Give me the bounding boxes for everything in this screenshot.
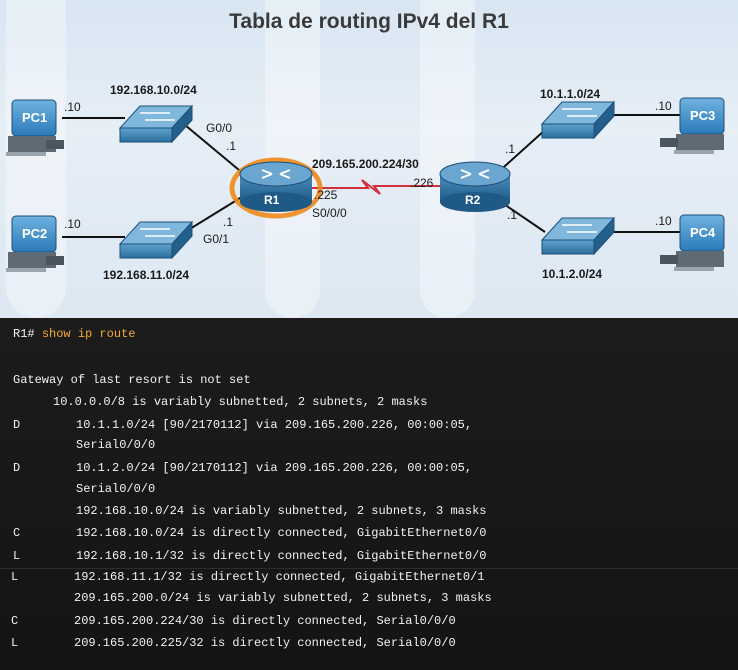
router-r1-icon: [229, 157, 323, 219]
route-code: L: [11, 570, 19, 584]
route-line: 192.168.10.0/24 is variably subnetted, 2…: [76, 504, 487, 518]
terminal-prompt-line: R1# show ip route: [13, 327, 135, 341]
pc3-host-label: .10: [655, 99, 672, 113]
router-r2-icon: [439, 161, 511, 212]
pc4-host-label: .10: [655, 214, 672, 228]
r2-top-ip: .1: [505, 142, 516, 156]
route-code: D: [13, 418, 21, 432]
pc1-label: PC1: [22, 110, 48, 125]
topology-graphics: [6, 97, 725, 272]
switch-icon: [540, 216, 616, 256]
route-line: 209.165.200.224/30 is directly connected…: [74, 614, 456, 628]
ethernet-links: [62, 114, 682, 238]
pc4-label: PC4: [690, 225, 716, 240]
route-code: L: [13, 549, 21, 563]
r1-g01-ip: .1: [223, 215, 234, 229]
route-line: 209.165.200.0/24 is variably subnetted, …: [74, 591, 492, 605]
r1-serial-interface: S0/0/0: [312, 206, 347, 220]
switch-icon: [118, 104, 194, 144]
r1-serial-ip: .225: [314, 188, 338, 202]
network-label-192-168-11: 192.168.11.0/24: [103, 268, 190, 282]
pc2-icon: [6, 215, 64, 272]
diagram-title: Tabla de routing IPv4 del R1: [229, 10, 509, 33]
route-line: Serial0/0/0: [76, 438, 156, 452]
pc2-host-label: .10: [64, 217, 81, 231]
prompt: R1#: [13, 327, 35, 341]
terminal-output: R1# show ip route Gateway of last resort…: [0, 318, 738, 670]
pc2-label: PC2: [22, 226, 48, 241]
topology-diagram: Tabla de routing IPv4 del R1: [0, 0, 738, 318]
route-line: 192.168.10.1/32 is directly connected, G…: [76, 549, 487, 563]
r2-label: R2: [465, 193, 481, 207]
r1-label: R1: [264, 193, 280, 207]
route-code: C: [13, 526, 21, 540]
link-switch1-r1: [184, 124, 246, 176]
command: show ip route: [41, 327, 136, 341]
r1-g00-interface: G0/0: [206, 121, 233, 135]
route-line: 192.168.10.0/24 is directly connected, G…: [76, 526, 487, 540]
route-line: Gateway of last resort is not set: [13, 373, 251, 387]
route-line: 192.168.11.1/32 is directly connected, G…: [74, 570, 485, 584]
r1-g00-ip: .1: [226, 139, 237, 153]
r1-g01-interface: G0/1: [203, 232, 230, 246]
route-line: 10.0.0.0/8 is variably subnetted, 2 subn…: [53, 395, 428, 409]
network-label-10-1-2: 10.1.2.0/24: [542, 267, 603, 281]
pc1-host-label: .10: [64, 100, 81, 114]
r2-bottom-ip: .1: [507, 208, 518, 222]
route-line: Serial0/0/0: [76, 482, 156, 496]
network-label-wan: 209.165.200.224/30: [312, 157, 419, 171]
divider: [0, 568, 738, 569]
pc3-label: PC3: [690, 108, 716, 123]
background-band: [420, 0, 475, 318]
switch-icon: [118, 220, 194, 260]
network-label-10-1-1: 10.1.1.0/24: [540, 87, 601, 101]
route-line: 10.1.2.0/24 [90/2170112] via 209.165.200…: [76, 461, 473, 475]
route-line: 209.165.200.225/32 is directly connected…: [74, 636, 456, 650]
pc4-icon: [660, 214, 725, 271]
route-code: L: [11, 636, 19, 650]
route-code: D: [13, 461, 21, 475]
switch-icon: [540, 100, 616, 140]
r2-serial-ip: .226: [410, 176, 434, 190]
network-label-192-168-10: 192.168.10.0/24: [110, 83, 197, 97]
serial-link: [310, 179, 442, 195]
pc1-icon: [6, 99, 64, 156]
pc3-icon: [660, 97, 725, 154]
route-code: C: [11, 614, 19, 628]
route-line: 10.1.1.0/24 [90/2170112] via 209.165.200…: [76, 418, 473, 432]
